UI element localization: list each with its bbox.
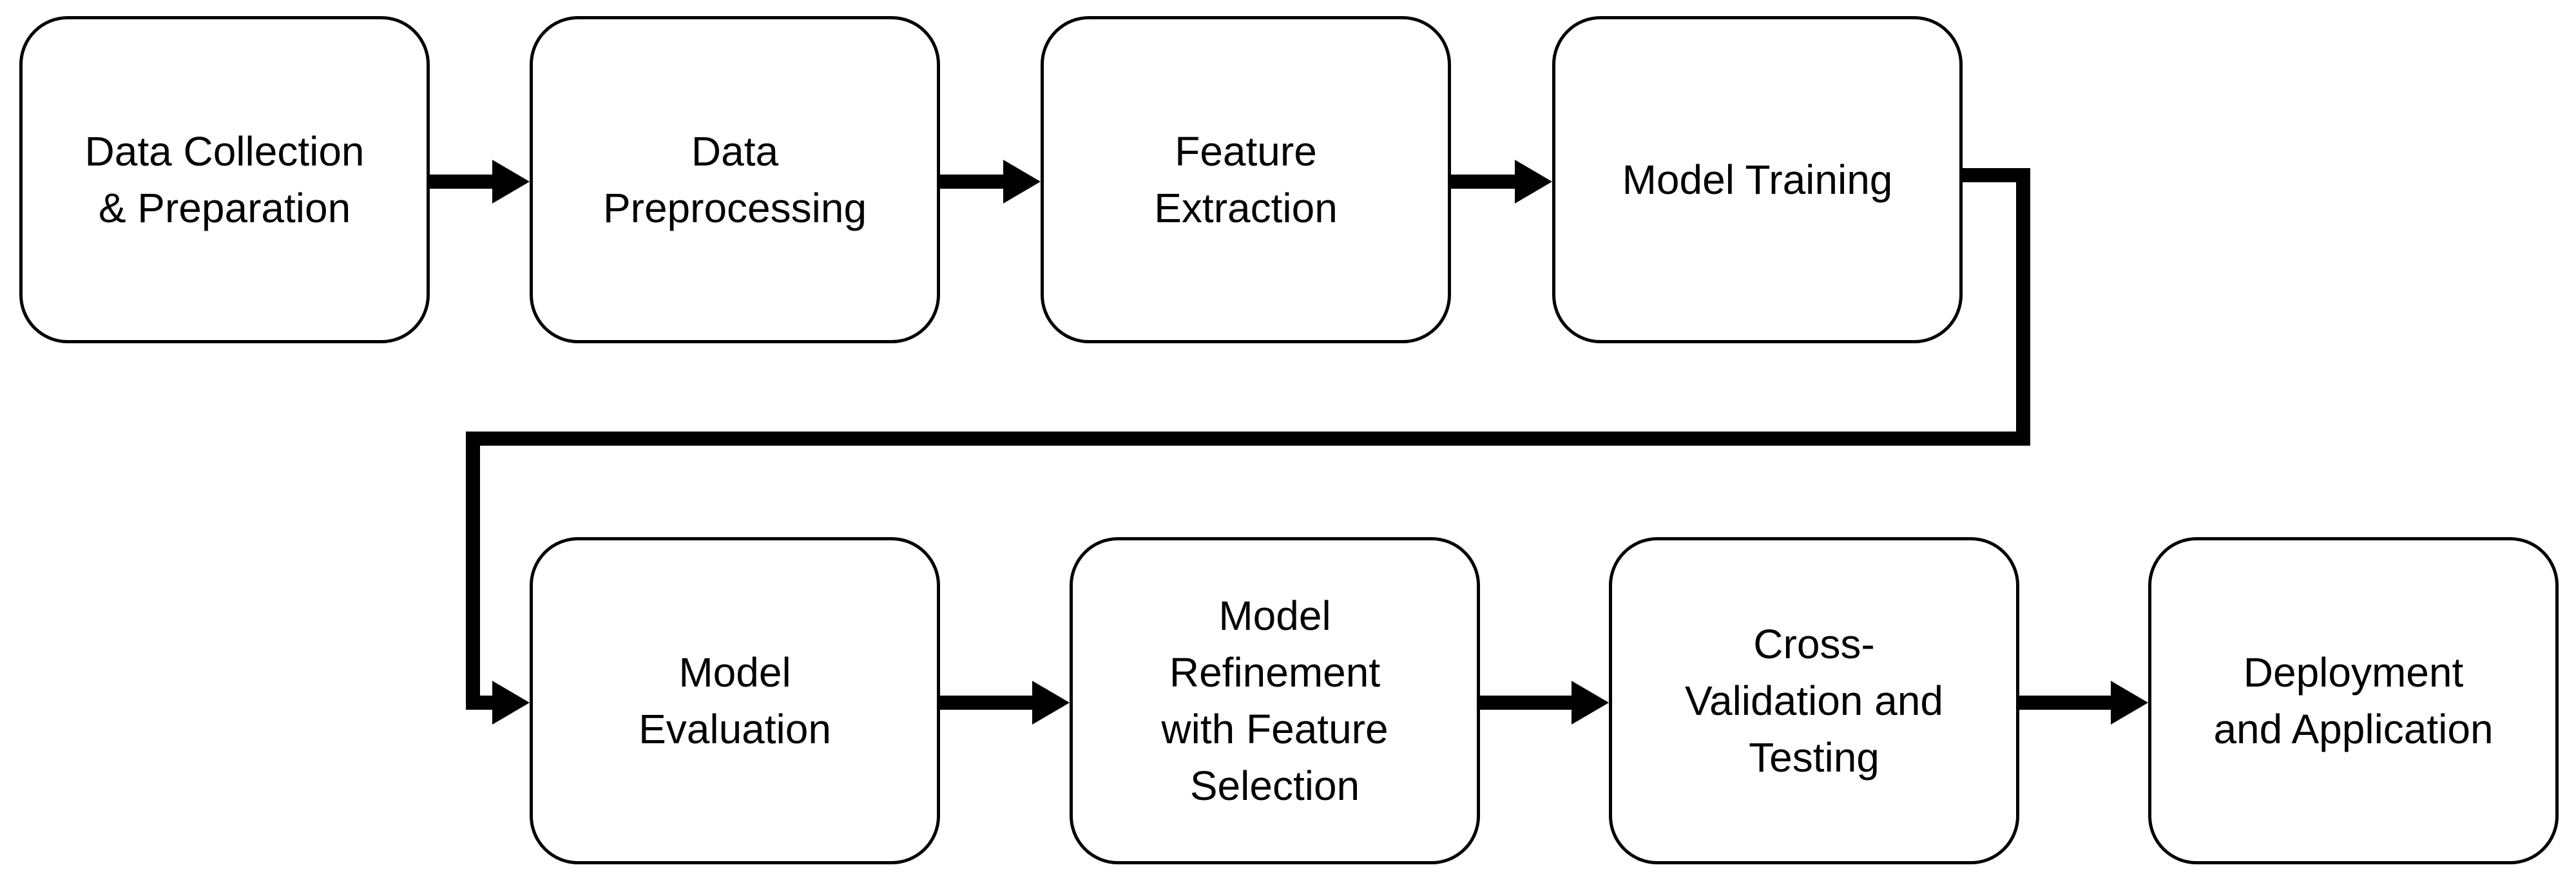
step-label: Model Evaluation — [639, 649, 831, 752]
step-model-training: Model Training — [1552, 16, 1963, 343]
arrowhead-5-to-6 — [1032, 681, 1070, 725]
step-label: Feature Extraction — [1154, 128, 1338, 231]
step-model-refinement: Model Refinement with Feature Selection — [1070, 537, 1480, 864]
arrowhead-2-to-3 — [1003, 160, 1041, 204]
arrowhead-4-to-5 — [492, 681, 530, 725]
step-feature-extraction: Feature Extraction — [1041, 16, 1451, 343]
step-model-evaluation: Model Evaluation — [530, 537, 940, 864]
step-label: Cross- Validation and Testing — [1685, 621, 1943, 781]
step-label: Data Collection & Preparation — [84, 128, 365, 231]
step-label: Model Training — [1622, 157, 1893, 203]
step-label: Data Preprocessing — [602, 128, 867, 231]
arrowhead-7-to-8 — [2111, 681, 2148, 725]
arrow-4-to-5 — [466, 168, 2030, 710]
arrowhead-3-to-4 — [1515, 160, 1552, 204]
step-label: Deployment and Application — [2213, 649, 2494, 752]
step-label: Model Refinement with Feature Selection — [1161, 593, 1389, 809]
step-deployment: Deployment and Application — [2148, 537, 2559, 864]
step-cross-validation: Cross- Validation and Testing — [1609, 537, 2019, 864]
step-data-preprocessing: Data Preprocessing — [530, 16, 940, 343]
arrowhead-1-to-2 — [492, 160, 530, 204]
step-data-collection: Data Collection & Preparation — [19, 16, 430, 343]
arrowhead-6-to-7 — [1572, 681, 1609, 725]
